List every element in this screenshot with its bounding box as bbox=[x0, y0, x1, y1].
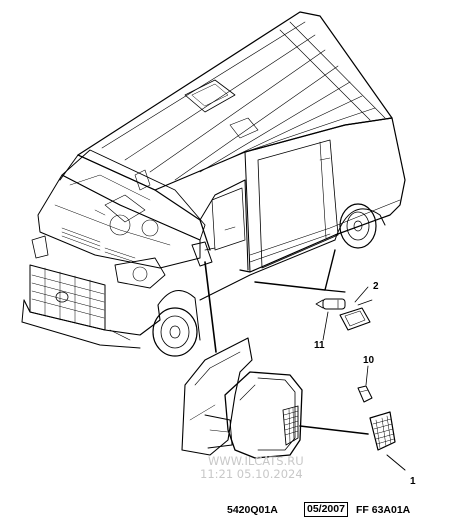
leader-callout-1 bbox=[386, 454, 406, 471]
van-illustration bbox=[21, 11, 406, 357]
leader-lines bbox=[204, 249, 369, 435]
diagram-code: 5420Q01A bbox=[227, 504, 278, 516]
callout-11: 11 bbox=[314, 340, 325, 351]
bulb-part-10 bbox=[357, 385, 373, 403]
diagram-footer: 5420Q01A 05/2007 FF 63A01A bbox=[0, 500, 450, 524]
mirror-lamp-part-1 bbox=[369, 411, 396, 451]
diagram-date: 05/2007 bbox=[304, 502, 348, 517]
mirror-detail bbox=[181, 337, 303, 459]
leader-callout-2 bbox=[354, 286, 369, 303]
watermark-timestamp: 11:21 05.10.2024 bbox=[200, 467, 303, 481]
watermark-site: WWW.ILCATS.RU bbox=[208, 454, 304, 468]
leader-callout-11 bbox=[322, 311, 329, 341]
callout-10: 10 bbox=[363, 355, 375, 366]
callout-2: 2 bbox=[373, 281, 379, 292]
side-repeater-part-2 bbox=[339, 299, 373, 331]
bulb-part-11 bbox=[315, 298, 346, 310]
callout-1: 1 bbox=[410, 476, 416, 487]
leader-callout-10 bbox=[365, 365, 369, 386]
diagram-reference: FF 63A01A bbox=[356, 504, 411, 516]
